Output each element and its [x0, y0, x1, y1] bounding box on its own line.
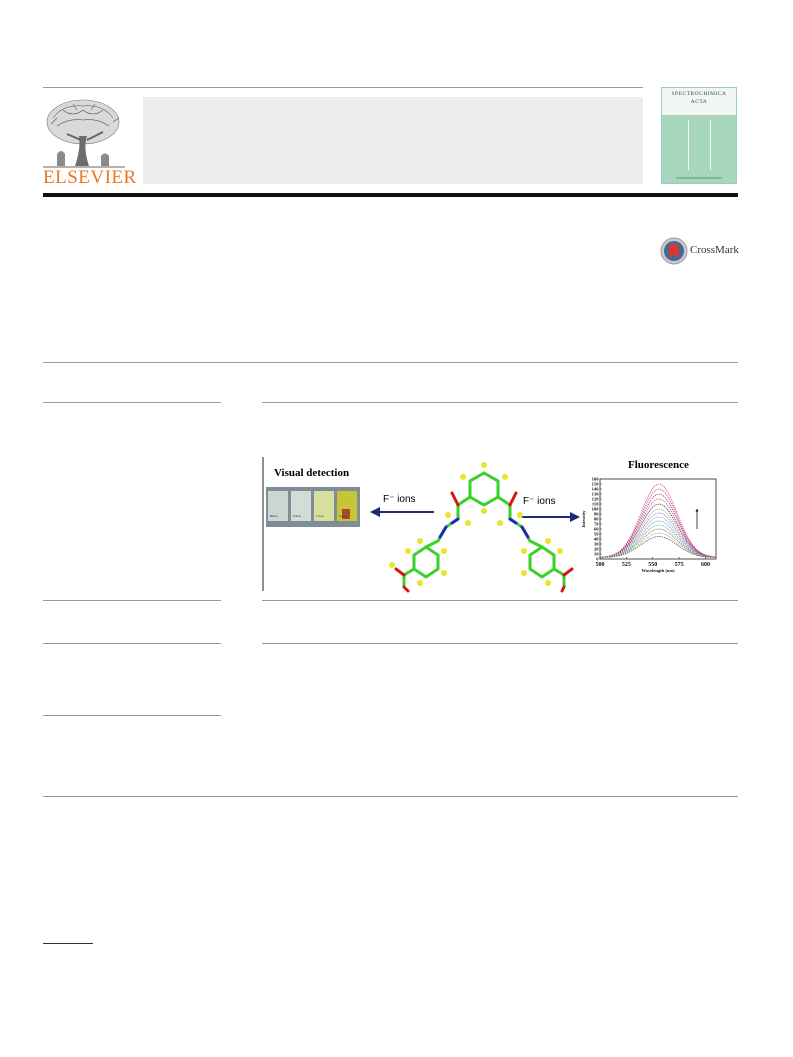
journal-banner: [143, 97, 643, 184]
y-tick-label: 60: [594, 527, 599, 532]
spectrum-line: [599, 483, 717, 558]
cover-stripe-left: [688, 120, 689, 170]
elsevier-wordmark: ELSEVIER: [43, 167, 137, 188]
y-axis-label: Intensity: [581, 510, 586, 528]
x-axis-label: Wavelength (nm): [641, 568, 675, 573]
article-info-rule: [43, 402, 221, 403]
cover-title-line1: SPECTROCHIMICA: [671, 91, 727, 97]
y-tick-label: 40: [594, 537, 599, 542]
arrow-right-icon: [522, 512, 580, 522]
keywords-rule-2: [43, 715, 221, 716]
vial-label-2-0eq: 2.0eq: [339, 514, 347, 518]
abstract-rule-3: [262, 643, 738, 644]
crossmark-badge[interactable]: CrossMark: [660, 237, 740, 267]
spectrum-line: [599, 498, 717, 558]
visual-detection-title: Visual detection: [274, 467, 349, 479]
y-tick-label: 0: [596, 557, 599, 562]
crossmark-icon: [660, 237, 688, 265]
y-tick-label: 100: [592, 507, 600, 512]
vial-label-blank: Blank: [270, 514, 278, 518]
spectrum-line: [599, 508, 717, 558]
fluorescence-chart: 500 525 550 575 600 0102030405060708090100110…: [581, 477, 717, 573]
arrow-left-label: F⁻ ions: [383, 494, 416, 505]
vial-blank: [268, 491, 288, 521]
abstract-rule: [262, 402, 738, 403]
cover-header-band: [662, 88, 736, 115]
arrow-right-label: F⁻ ions: [523, 496, 556, 507]
spectrum-line: [600, 520, 717, 558]
y-tick-label: 140: [592, 487, 600, 492]
graphical-abstract: Visual detection Blank 0.5eq 1.0eq 2.0eq…: [262, 457, 738, 594]
trend-arrow-head: [695, 508, 699, 512]
journal-cover-thumbnail: SPECTROCHIMICA ACTA: [661, 87, 737, 184]
y-tick-label: 150: [592, 482, 600, 487]
cover-footer-band: [676, 177, 722, 179]
cover-stripe-right: [710, 120, 711, 170]
top-rule: [43, 87, 643, 88]
vial-label-0-5eq: 0.5eq: [293, 514, 301, 518]
x-tick-label: 550: [648, 562, 657, 568]
graphical-abstract-figure: Visual detection Blank 0.5eq 1.0eq 2.0eq…: [262, 457, 717, 593]
spectrum-line: [599, 493, 717, 558]
header-thick-rule: [43, 193, 738, 197]
x-tick-label: 525: [622, 562, 631, 568]
keywords-rule: [43, 643, 221, 644]
y-tick-label: 130: [592, 492, 600, 497]
x-tick-label: 500: [596, 562, 605, 568]
vial-1-0eq: [314, 491, 334, 521]
molecule-hydrogens: [389, 462, 563, 586]
y-tick-label: 10: [594, 552, 599, 557]
elsevier-tree-logo: [43, 96, 125, 186]
plot-frame: [599, 478, 717, 560]
crossmark-label: CrossMark: [690, 244, 739, 256]
y-tick-label: 120: [592, 497, 600, 502]
section-rule: [43, 362, 738, 363]
spectrum-line: [599, 503, 717, 558]
y-tick-label: 30: [594, 542, 599, 547]
article-info-rule-2: [43, 600, 221, 601]
y-tick-label: 80: [594, 517, 599, 522]
y-tick-label: 90: [594, 512, 599, 517]
x-tick-label: 600: [701, 562, 710, 568]
y-tick-label: 20: [594, 547, 599, 552]
x-tick-label: 575: [675, 562, 684, 568]
y-tick-label: 160: [592, 477, 600, 482]
spectrum-line: [599, 488, 717, 558]
arrow-left-icon: [370, 507, 434, 517]
vial-0-5eq: [291, 491, 311, 521]
footnote-rule: [43, 943, 93, 944]
abstract-rule-2: [262, 600, 738, 601]
molecule-structure: [394, 471, 574, 593]
spectrum-line: [600, 536, 717, 558]
chart-title: Fluorescence: [628, 459, 689, 471]
cover-title-line2: ACTA: [690, 99, 708, 105]
vial-label-1-0eq: 1.0eq: [316, 514, 324, 518]
y-tick-label: 50: [594, 532, 599, 537]
vial-photo: Blank 0.5eq 1.0eq 2.0eq: [266, 487, 360, 527]
y-tick-label: 70: [594, 522, 599, 527]
y-tick-label: 110: [592, 502, 599, 507]
body-rule: [43, 796, 738, 797]
